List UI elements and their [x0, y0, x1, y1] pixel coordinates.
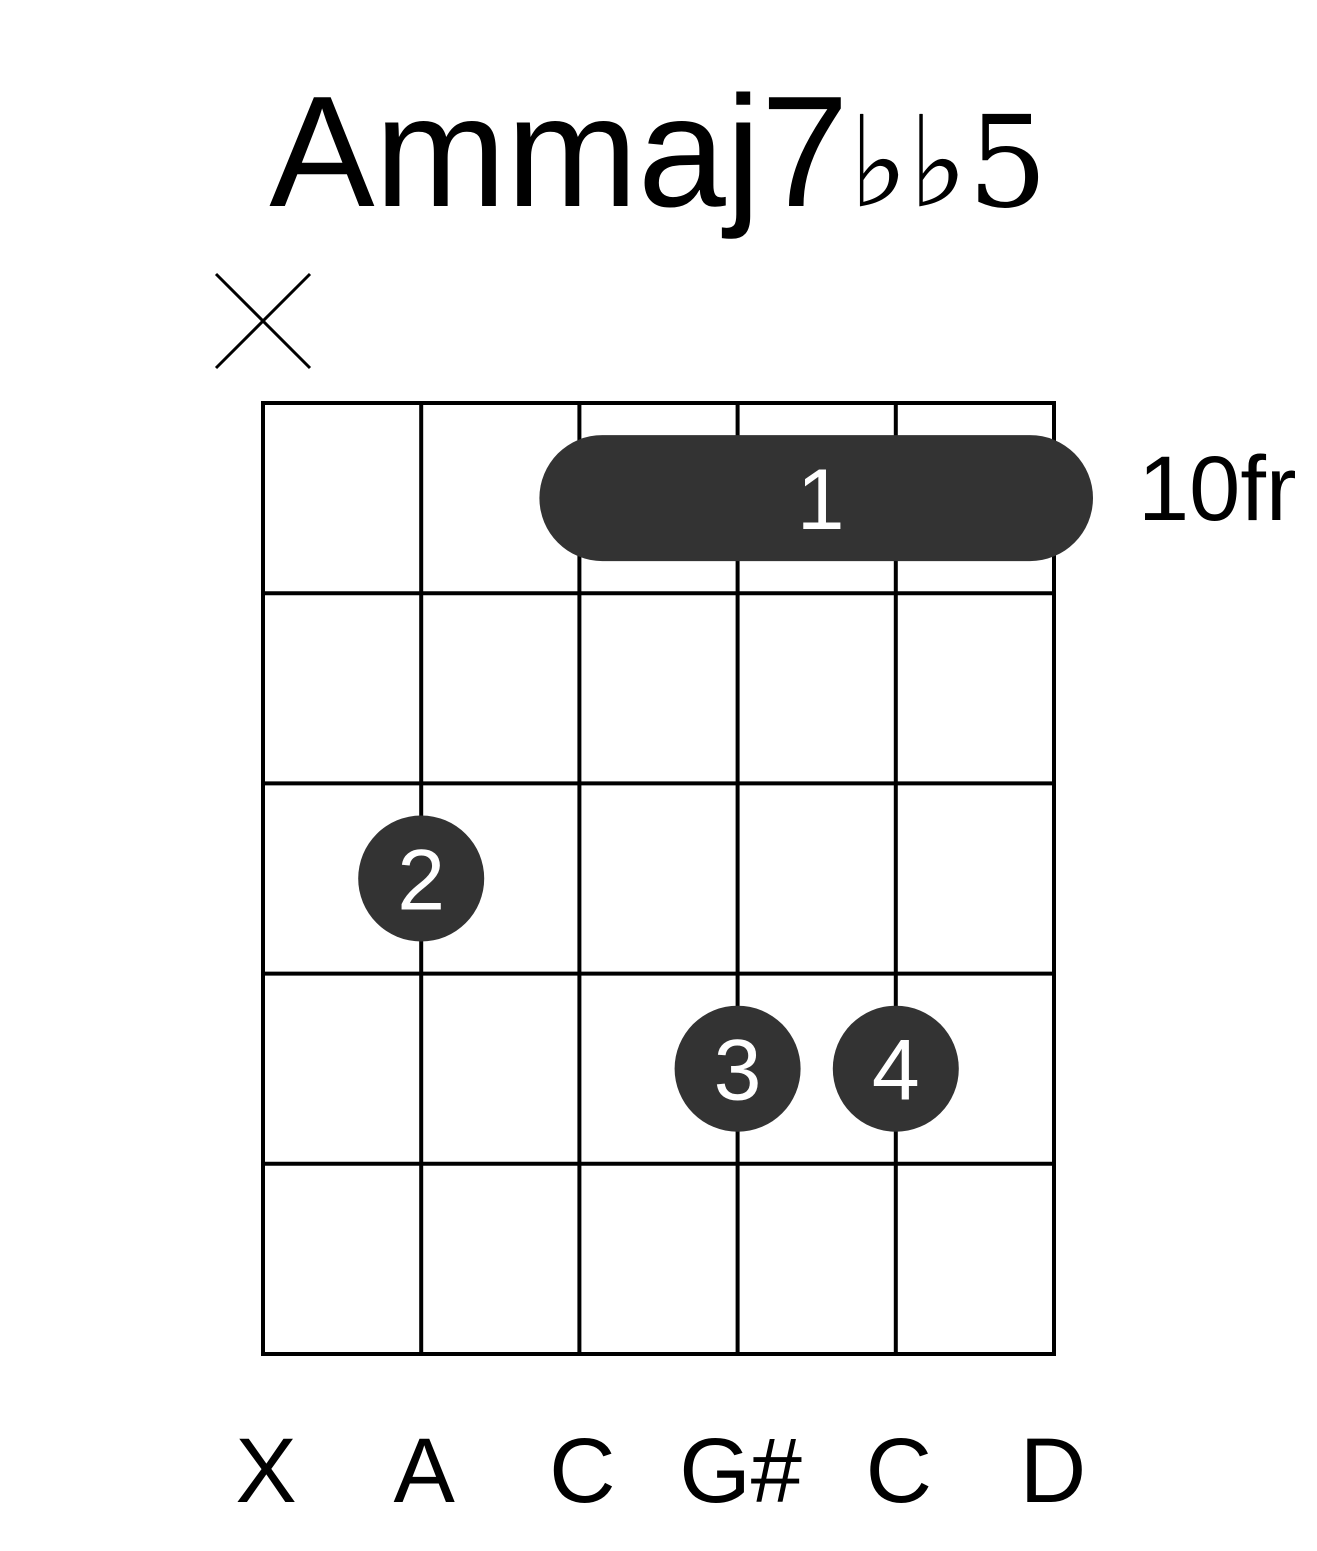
finger-dot: [358, 815, 485, 942]
chord-name: Ammaj7: [269, 64, 849, 240]
string-note-label: X: [235, 1420, 297, 1522]
finger-dot-label: 4: [872, 1023, 920, 1119]
muted-string-x-icon: [214, 272, 312, 370]
finger-dot-label: 2: [397, 833, 445, 929]
base-fret-label: 10fr: [1138, 438, 1297, 540]
string-note-label: C: [865, 1420, 933, 1522]
finger-dot-label: 3: [714, 1023, 762, 1119]
string-note-label: C: [549, 1420, 616, 1522]
string-note-label: A: [393, 1420, 455, 1522]
string-note-label: G#: [679, 1420, 802, 1522]
chord-name-suffix: ♭♭5: [848, 89, 1048, 236]
chord-title: Ammaj7♭♭5: [0, 62, 1317, 253]
string-note-label: D: [1019, 1420, 1087, 1522]
finger-dot: [674, 1005, 801, 1132]
finger-dot: [832, 1005, 959, 1132]
fingering-marks: 1 2 3 4: [214, 272, 1093, 1132]
barre-bar: [539, 435, 1093, 562]
barre-finger-label: 1: [797, 452, 845, 548]
